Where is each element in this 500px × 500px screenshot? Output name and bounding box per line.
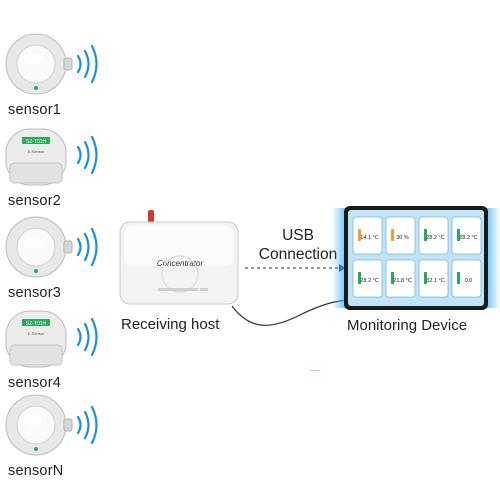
sensor-label: sensor1: [8, 102, 61, 118]
monitor-tile: 28.2 °C: [418, 216, 449, 255]
monitor-tile: 28.2 °C: [352, 259, 383, 298]
antenna-icon: [148, 210, 154, 224]
concentrator-device: Concentrator: [119, 210, 239, 305]
sensor-4: SZ-T01H E-Sensor sensor4: [0, 305, 110, 397]
sensor-model-text: SZ-T01H: [26, 321, 47, 327]
tile-value: 28.2 °C: [360, 278, 378, 284]
tile-value: 30 %: [396, 235, 409, 241]
tile-value: 14.1 °C: [360, 235, 378, 241]
tile-indicator-icon: [391, 272, 394, 284]
sensor-3-device: [5, 216, 98, 278]
tile-indicator-icon: [358, 229, 361, 241]
receiving-host-label: Receiving host: [121, 316, 220, 333]
tile-indicator-icon: [424, 272, 427, 284]
usb-label-line2: Connection: [258, 246, 338, 263]
tile-value: 28.2 °C: [426, 235, 444, 241]
usb-connection-label: USB Connection: [248, 226, 348, 264]
usb-label-line1: USB: [282, 227, 314, 244]
sensor-4-device: SZ-T01H E-Sensor: [5, 310, 98, 368]
monitoring-device: 14.1 °C 30 % 28.2 °C 28.2 °C 28.2 °C 21.8 °C 3…: [332, 200, 500, 315]
tile-value: 28.2 °C: [459, 235, 477, 241]
sensor-label: sensorN: [8, 463, 64, 479]
sensor-label: sensor3: [8, 285, 61, 301]
monitor-tile: 28.2 °C: [451, 216, 482, 255]
sensor-n-device: [5, 394, 98, 456]
tile-value: 21.8 °C: [393, 278, 411, 284]
monitor-tile: 14.1 °C: [352, 216, 383, 255]
tile-indicator-icon: [457, 229, 460, 241]
monitor-tile: 0.0: [451, 259, 482, 298]
tile-indicator-icon: [358, 272, 361, 284]
sensor-badge-text: E-Sensor: [28, 149, 45, 154]
sensor-3: sensor3: [0, 215, 110, 307]
tile-value: 0.0: [465, 278, 473, 284]
sensor-n: sensorN: [0, 393, 110, 485]
tile-indicator-icon: [391, 229, 394, 241]
sensor-label: sensor2: [8, 193, 61, 209]
sensor-2: SZ-T01H E-Sensor sensor2: [0, 123, 110, 215]
sensor-2-device: SZ-T01H E-Sensor: [5, 128, 98, 186]
monitor-screen: 14.1 °C 30 % 28.2 °C 28.2 °C 28.2 °C 21.8 °C 3…: [332, 206, 500, 310]
concentrator-text: Concentrator: [157, 259, 204, 268]
sensor-1-device: [5, 33, 98, 95]
sensor-label: sensor4: [8, 375, 61, 391]
tile-value: 32.1 °C: [426, 278, 444, 284]
monitor-tile: 30 %: [385, 216, 416, 255]
monitor-tile: 21.8 °C: [385, 259, 416, 298]
monitor-tile: 32.1 °C: [418, 259, 449, 298]
tile-indicator-icon: [457, 272, 460, 284]
sensor-model-text: SZ-T01H: [26, 139, 47, 145]
sensor-badge-text: E-Sensor: [28, 331, 45, 336]
divider-mark: [310, 370, 320, 371]
tile-indicator-icon: [424, 229, 427, 241]
monitoring-device-label: Monitoring Device: [347, 317, 468, 334]
sensor-1: sensor1: [0, 32, 110, 124]
receiving-host: Concentrator: [118, 208, 243, 308]
